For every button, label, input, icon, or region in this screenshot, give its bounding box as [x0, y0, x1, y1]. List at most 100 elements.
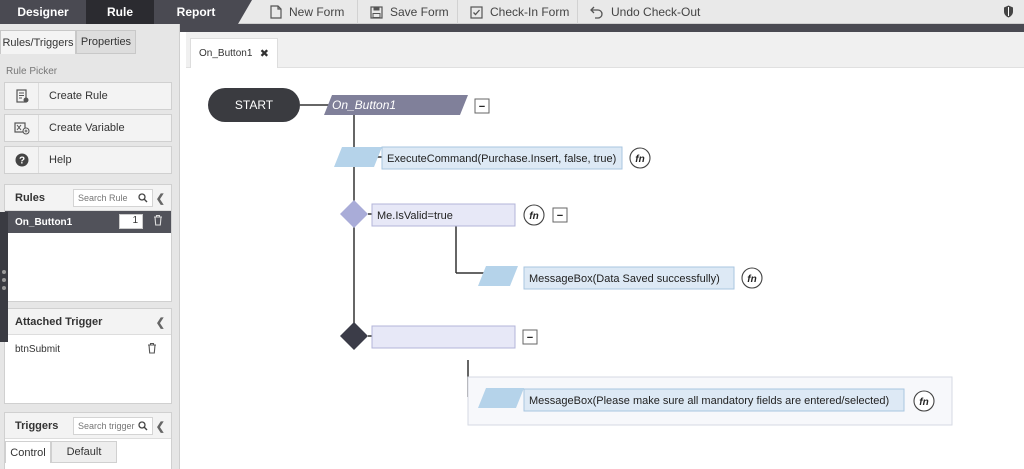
undo-icon — [590, 6, 603, 19]
tab-default[interactable]: Default — [51, 441, 117, 463]
attached-trigger-title: Attached Trigger — [15, 315, 103, 328]
fn-glyph: fn — [529, 211, 538, 222]
undo-check-out-button[interactable]: Undo Check-Out — [582, 0, 714, 24]
check-in-form-label: Check-In Form — [490, 5, 570, 19]
tab-report[interactable]: Report — [154, 0, 238, 24]
action-message-box-mandatory[interactable]: MessageBox(Please make sure all mandator… — [523, 388, 905, 412]
chevron-left-icon[interactable]: ❮ — [155, 421, 165, 433]
search-rule-placeholder: Search Rule — [78, 193, 128, 203]
trigger-list-item[interactable]: btnSubmit — [5, 339, 171, 359]
create-variable-button[interactable]: Create Variable — [4, 114, 172, 142]
undo-check-out-label: Undo Check-Out — [611, 5, 701, 19]
rule-count-field[interactable]: 1 — [119, 214, 143, 229]
left-panel: Rules/Triggers Properties Rule Picker Cr… — [0, 24, 180, 469]
tab-rules-triggers[interactable]: Rules/Triggers — [0, 30, 76, 54]
trash-icon[interactable] — [147, 342, 157, 354]
collapse-button[interactable]: − — [552, 207, 568, 223]
function-button[interactable]: fn — [523, 204, 545, 226]
function-button[interactable]: fn — [913, 390, 935, 412]
triggers-section: Triggers Search trigger ❮ Control Defaul… — [4, 412, 172, 469]
tab-rule[interactable]: Rule — [86, 0, 154, 24]
tab-edge-decoration — [238, 0, 252, 24]
shield-icon[interactable] — [1003, 5, 1014, 18]
grip-dot — [2, 278, 6, 282]
attached-trigger-section: Attached Trigger ❮ btnSubmit — [4, 308, 172, 404]
collapse-glyph: − — [527, 332, 533, 344]
collapse-button[interactable]: − — [522, 329, 538, 345]
search-trigger-placeholder: Search trigger — [78, 421, 135, 431]
help-button[interactable]: ? Help — [4, 146, 172, 174]
fn-glyph: fn — [747, 274, 756, 285]
rules-section: Rules Search Rule ❮ On_Button1 1 — [4, 184, 172, 302]
new-form-label: New Form — [289, 5, 345, 19]
collapse-glyph: − — [557, 210, 563, 222]
function-button[interactable]: fn — [629, 147, 651, 169]
create-rule-icon — [15, 89, 28, 103]
create-rule-button[interactable]: Create Rule — [4, 82, 172, 110]
create-rule-label: Create Rule — [49, 90, 108, 102]
rule-name: On_Button1 — [15, 216, 73, 228]
top-toolbar: Designer Rule Report New Form Save Form … — [0, 0, 1024, 24]
rule-list-item[interactable]: On_Button1 1 — [5, 211, 171, 233]
new-form-button[interactable]: New Form — [262, 0, 358, 24]
panel-resize-handle[interactable] — [0, 212, 8, 342]
document-tab[interactable]: On_Button1 ✖ — [190, 38, 278, 68]
else-diamond — [340, 322, 368, 350]
check-in-icon — [470, 5, 483, 19]
canvas-header-strip — [180, 24, 1024, 32]
condition-is-valid[interactable]: Me.IsValid=true — [371, 203, 516, 227]
action-execute-command-label: ExecuteCommand(Purchase.Insert, false, t… — [387, 153, 616, 165]
chevron-left-icon[interactable]: ❮ — [155, 193, 165, 205]
help-label: Help — [49, 154, 72, 166]
tab-properties[interactable]: Properties — [76, 30, 136, 54]
save-icon — [370, 5, 383, 19]
flow-draw-area: START On_Button1 − ExecuteCommand(Purcha… — [186, 68, 1024, 469]
close-icon[interactable]: ✖ — [259, 48, 269, 60]
action-message-box-saved[interactable]: MessageBox(Data Saved successfully) — [523, 266, 735, 290]
action-execute-command[interactable]: ExecuteCommand(Purchase.Insert, false, t… — [381, 146, 623, 170]
function-button[interactable]: fn — [741, 267, 763, 289]
action-marker — [334, 147, 382, 167]
rules-title: Rules — [15, 191, 45, 204]
search-trigger-input[interactable]: Search trigger — [73, 417, 153, 435]
start-label: START — [235, 98, 274, 112]
rule-name-banner[interactable]: On_Button1 — [324, 95, 468, 115]
search-icon — [138, 421, 148, 431]
create-variable-label: Create Variable — [49, 122, 125, 134]
trash-icon[interactable] — [153, 214, 163, 226]
trigger-tabs: Control Default — [5, 441, 171, 463]
fn-glyph: fn — [919, 397, 928, 408]
triggers-title: Triggers — [15, 419, 59, 432]
svg-text:?: ? — [18, 156, 24, 167]
rule-banner-label: On_Button1 — [332, 98, 396, 112]
help-icon: ? — [15, 153, 28, 167]
document-tab-label: On_Button1 — [199, 48, 253, 59]
grip-dot — [2, 286, 6, 290]
collapse-button[interactable]: − — [474, 98, 490, 114]
flow-diagram: START On_Button1 − ExecuteCommand(Purcha… — [208, 88, 953, 426]
condition-diamond — [340, 200, 368, 228]
search-icon — [138, 193, 148, 203]
fn-glyph: fn — [635, 154, 644, 165]
trigger-name: btnSubmit — [15, 343, 61, 355]
new-form-icon — [270, 5, 282, 19]
triggers-header: Triggers Search trigger ❮ — [5, 413, 171, 439]
action-message-box-saved-label: MessageBox(Data Saved successfully) — [529, 273, 720, 285]
condition-else[interactable] — [371, 325, 516, 349]
rule-canvas: On_Button1 ✖ START On_Button1 — [186, 32, 1024, 469]
search-rule-input[interactable]: Search Rule — [73, 189, 153, 207]
tab-designer[interactable]: Designer — [0, 0, 86, 24]
save-form-button[interactable]: Save Form — [362, 0, 458, 24]
rules-header: Rules Search Rule ❮ — [5, 185, 171, 211]
document-tab-bar: On_Button1 ✖ — [186, 32, 1024, 68]
panel-tabs: Rules/Triggers Properties — [0, 30, 178, 54]
save-form-label: Save Form — [390, 5, 449, 19]
action-marker — [478, 266, 518, 286]
grip-dot — [2, 270, 6, 274]
check-in-form-button[interactable]: Check-In Form — [462, 0, 578, 24]
create-variable-icon — [13, 122, 30, 135]
tab-control[interactable]: Control — [5, 441, 51, 463]
condition-is-valid-label: Me.IsValid=true — [377, 210, 453, 222]
chevron-left-icon[interactable]: ❮ — [155, 317, 165, 329]
start-node[interactable]: START — [208, 88, 300, 122]
